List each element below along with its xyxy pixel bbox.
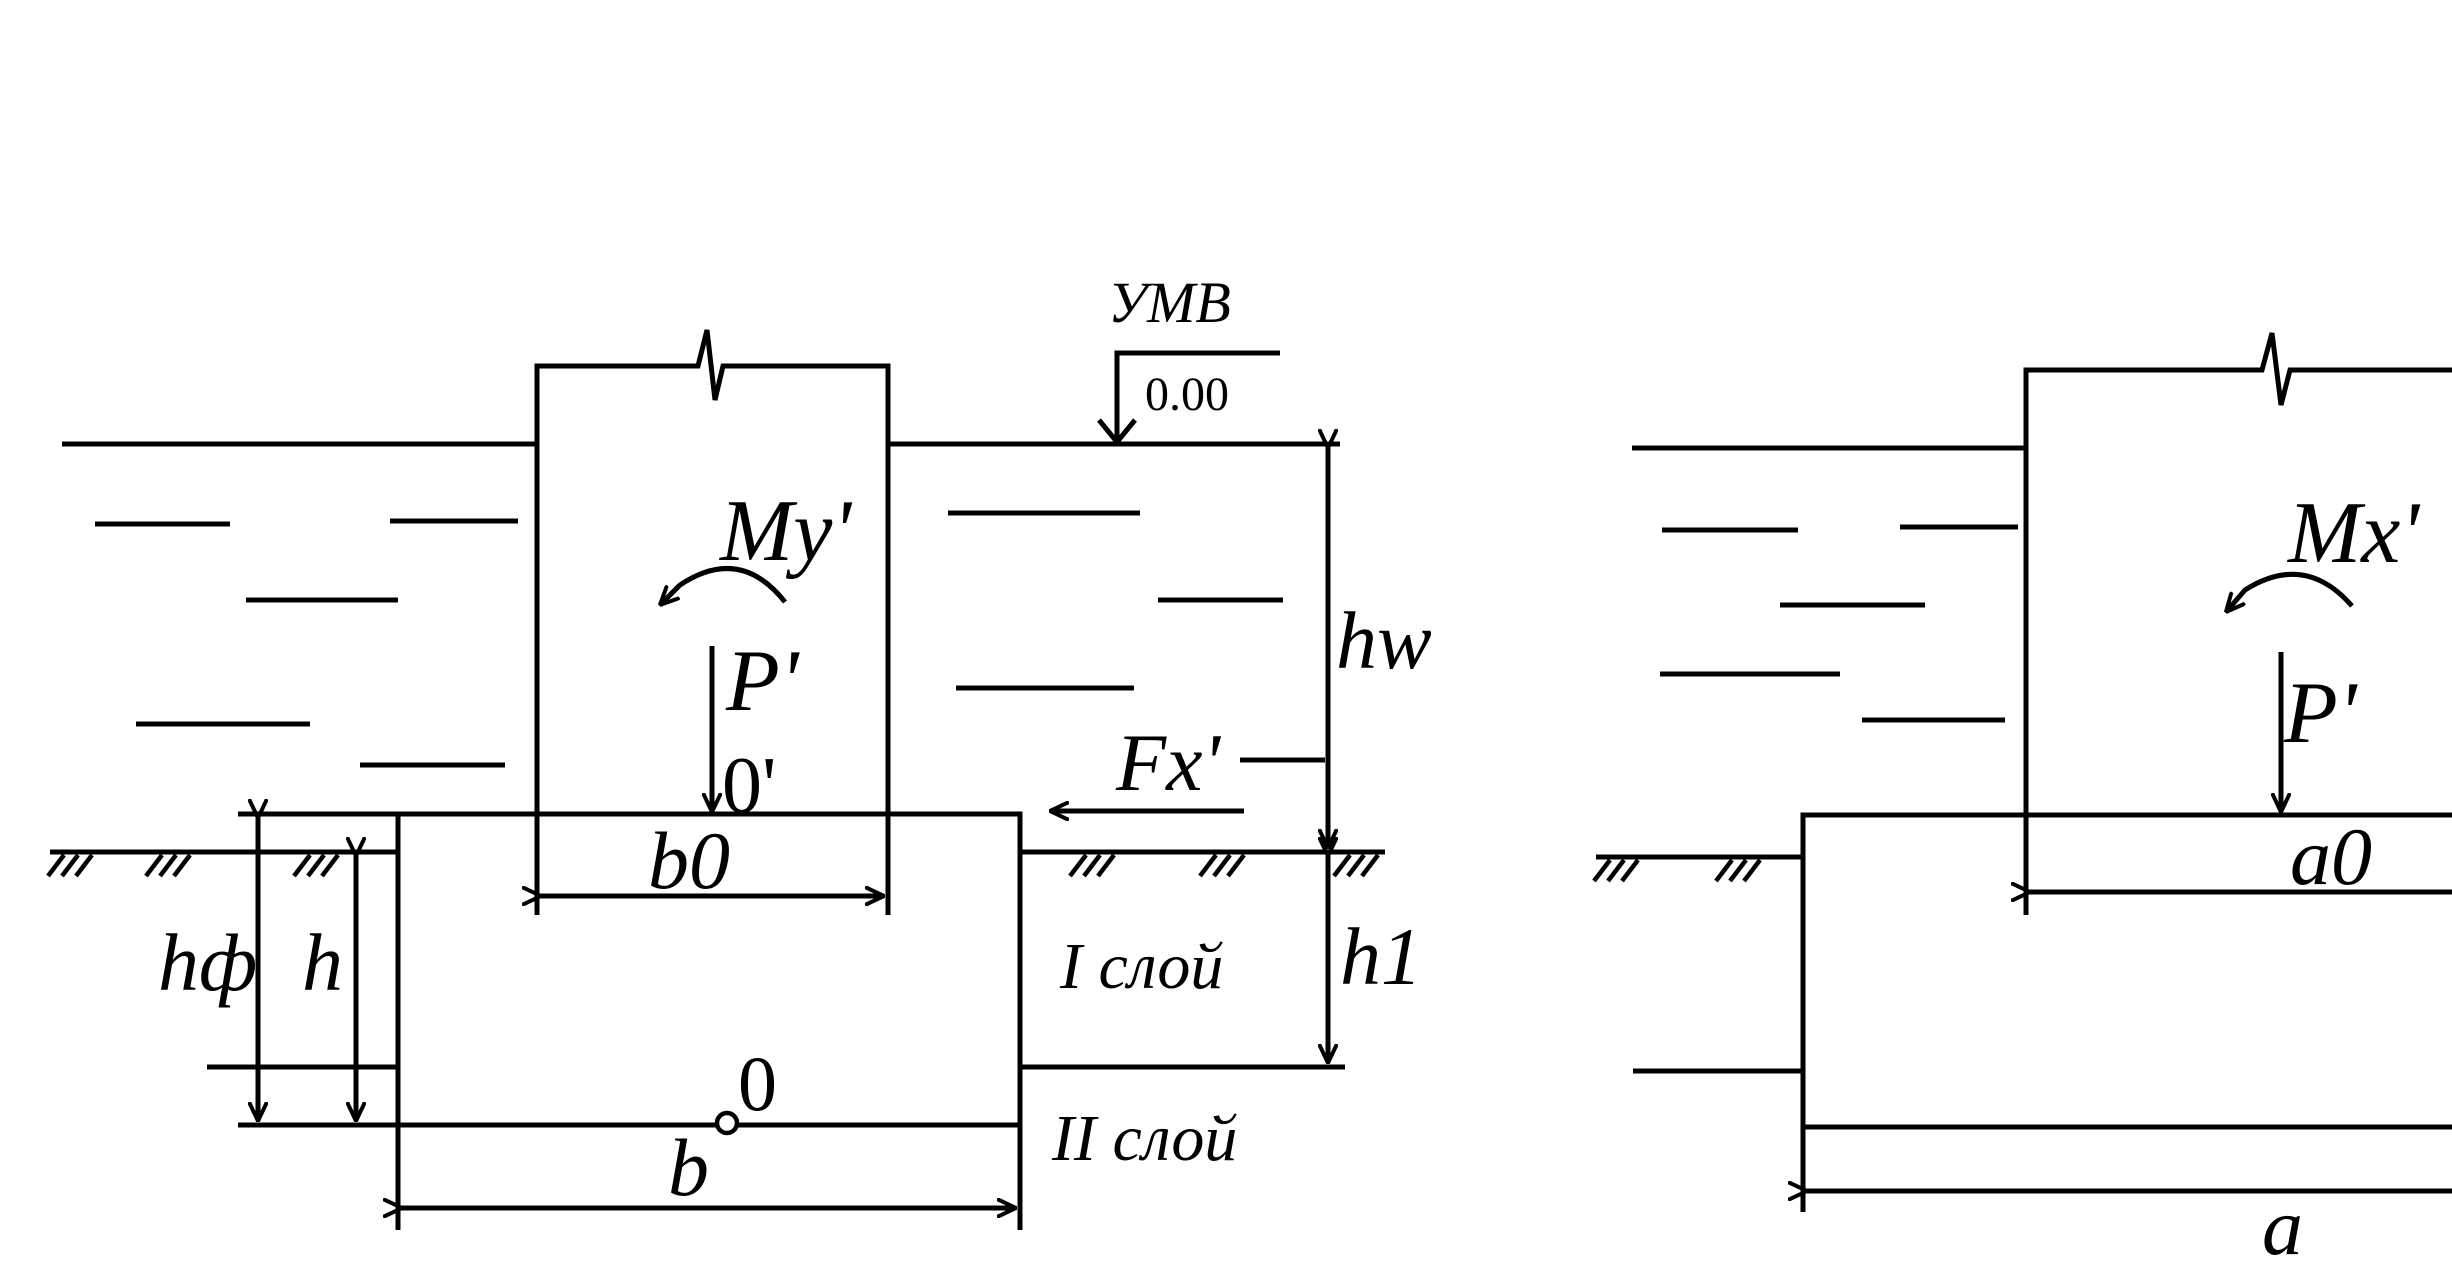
moment-my-arrow xyxy=(660,566,787,605)
point-o-prime-label: 0' xyxy=(722,742,776,830)
water-level-marker xyxy=(1114,350,1280,442)
point-o-label: 0 xyxy=(738,1040,777,1127)
b0-label: b0 xyxy=(648,815,730,906)
force-p-label: P' xyxy=(725,633,801,730)
ground-hatching-right xyxy=(1592,858,1762,883)
moment-mx-label: Mx' xyxy=(2286,485,2421,582)
water-level-arrowhead xyxy=(1097,418,1137,446)
force-fx-label: Fx' xyxy=(1115,717,1221,808)
layer-2-label: II слой xyxy=(1051,1102,1237,1175)
water-dashes-right xyxy=(1660,524,2018,723)
water-dashes-left xyxy=(95,510,1325,768)
h1-label: h1 xyxy=(1340,911,1422,1002)
right-diagram: a0 a P' Mx' xyxy=(1592,332,2452,1262)
h-label: h xyxy=(302,917,343,1008)
hw-label: hw xyxy=(1336,595,1432,686)
moment-my-label: My' xyxy=(718,483,853,580)
pier-outline-right xyxy=(2023,332,2452,915)
left-diagram: УМВ 0.00 xyxy=(46,270,1432,1230)
hf-label: hф xyxy=(158,917,257,1008)
water-elevation-label: 0.00 xyxy=(1145,368,1229,421)
moment-mx-arrow xyxy=(2226,571,2354,612)
a-label: a xyxy=(2262,1181,2303,1262)
b-label: b xyxy=(668,1122,709,1213)
force-p2-label: P' xyxy=(2283,665,2359,762)
point-o-marker xyxy=(714,1110,740,1136)
layer-1-label: I слой xyxy=(1059,930,1223,1003)
foundation-block-left xyxy=(395,811,1023,1128)
a0-label: a0 xyxy=(2290,811,2372,902)
foundation-block-right xyxy=(1800,812,2452,1130)
pier-outline-left xyxy=(534,329,891,915)
water-level-label: УМВ xyxy=(1108,270,1231,335)
